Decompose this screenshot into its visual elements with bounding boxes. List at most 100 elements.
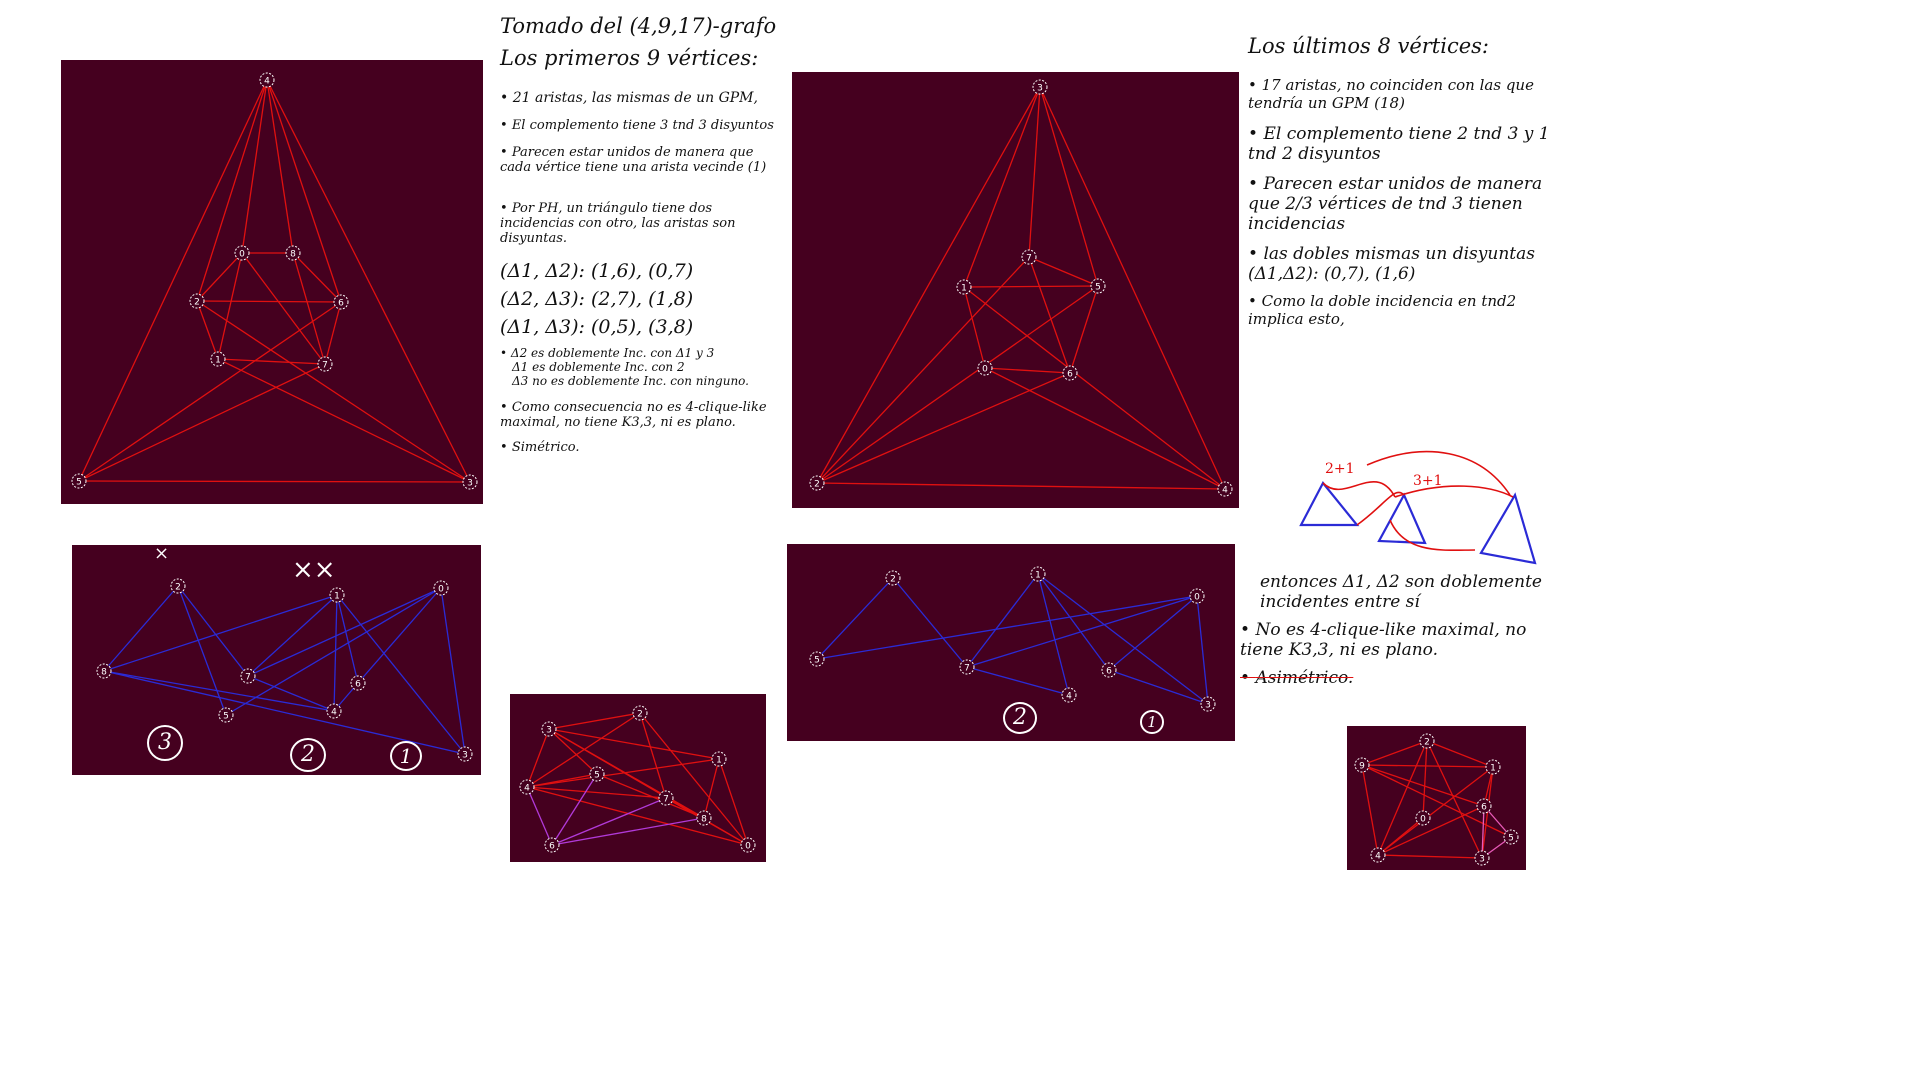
edge-2-7 bbox=[892, 577, 968, 668]
edge-1-0 bbox=[963, 286, 986, 369]
vertex-label-7: 7 bbox=[964, 664, 970, 674]
vertex-label-5: 5 bbox=[814, 656, 820, 666]
vertex-9 bbox=[1354, 757, 1370, 773]
vertex-0 bbox=[740, 837, 756, 853]
edge-7-0 bbox=[966, 595, 1198, 668]
edge-2-4 bbox=[1377, 740, 1428, 856]
edge-0-7 bbox=[241, 252, 326, 365]
edge-2-3 bbox=[196, 300, 471, 483]
sketch-arrow-3 bbox=[1366, 450, 1511, 496]
vertex-label-5: 5 bbox=[1508, 834, 1514, 844]
vertex-label-3: 3 bbox=[467, 479, 473, 489]
vertex-label-6: 6 bbox=[1481, 803, 1487, 813]
purple-edge-6-8 bbox=[551, 817, 705, 846]
edge-1-6 bbox=[1037, 573, 1110, 671]
edge-2-1 bbox=[196, 300, 219, 360]
edge-0-5 bbox=[225, 587, 442, 716]
edge-4-0 bbox=[984, 367, 1226, 490]
vertex-0 bbox=[1189, 588, 1205, 604]
note-item-6: Δ1 es doblemente Inc. con 2 bbox=[512, 360, 685, 374]
vertex-7 bbox=[658, 790, 674, 806]
vertex-label-3: 3 bbox=[1037, 84, 1043, 94]
right-item-5: Como la doble incidencia en tnd2 implica… bbox=[1248, 292, 1563, 328]
edge-6-0 bbox=[1108, 595, 1198, 671]
circled-3: 3 bbox=[147, 725, 183, 761]
vertex-7 bbox=[240, 668, 256, 684]
vertex-label-0: 0 bbox=[1420, 815, 1426, 825]
edge-5-3 bbox=[78, 480, 471, 483]
edge-4-1 bbox=[963, 286, 1226, 490]
vertex-label-1: 1 bbox=[961, 284, 967, 294]
vertex-3 bbox=[1032, 79, 1048, 95]
vertex-4 bbox=[326, 703, 342, 719]
edge-2-7 bbox=[177, 585, 249, 677]
sketch-triangle-2 bbox=[1377, 492, 1427, 545]
edge-1-7 bbox=[247, 594, 338, 677]
vertex-6 bbox=[544, 837, 560, 853]
edge-2-3 bbox=[1426, 740, 1483, 859]
vertex-6 bbox=[1101, 662, 1117, 678]
note-item-8: Como consecuencia no es 4-clique-like ma… bbox=[500, 400, 785, 430]
edge-3-4 bbox=[1039, 86, 1226, 490]
vertex-label-4: 4 bbox=[1375, 852, 1381, 862]
vertex-label-4: 4 bbox=[1066, 692, 1072, 702]
vertex-label-1: 1 bbox=[716, 756, 722, 766]
vertex-2 bbox=[189, 293, 205, 309]
vertex-label-8: 8 bbox=[701, 815, 707, 825]
vertex-label-7: 7 bbox=[1026, 254, 1032, 264]
edge-4-7 bbox=[526, 786, 667, 799]
vertex-label-7: 7 bbox=[245, 673, 251, 683]
edge-4-6 bbox=[266, 79, 342, 303]
edge-9-4 bbox=[1361, 764, 1379, 856]
notes-middle: Tomado del (4,9,17)-grafo Los primeros 9… bbox=[500, 14, 785, 455]
edge-1-7 bbox=[217, 358, 326, 365]
edge-1-3 bbox=[217, 358, 471, 483]
purple-edge-5-6 bbox=[551, 773, 598, 846]
note-item-4: Por PH, un triángulo tiene dos incidenci… bbox=[500, 201, 785, 246]
right-item-3: Parecen estar unidos de manera que 2/3 v… bbox=[1248, 174, 1563, 234]
edge-4-0 bbox=[526, 786, 749, 846]
circled-1: 1 bbox=[390, 741, 422, 771]
edge-7-6 bbox=[1028, 256, 1071, 374]
sketch-triangle-1 bbox=[1299, 481, 1360, 527]
edge-0-3 bbox=[440, 587, 466, 755]
right-item-struck: Asimétrico. bbox=[1240, 668, 1560, 688]
notes-subtitle: Los primeros 9 vértices: bbox=[500, 46, 759, 70]
edge-1-7 bbox=[966, 573, 1039, 668]
vertex-label-2: 2 bbox=[814, 480, 820, 490]
vertex-5 bbox=[809, 651, 825, 667]
vertex-label-1: 1 bbox=[334, 592, 340, 602]
vertex-label-0: 0 bbox=[239, 250, 245, 260]
edge-4-3 bbox=[266, 79, 471, 483]
pair-3: (Δ1, Δ3): (0,5), (3,8) bbox=[500, 316, 694, 338]
edge-3-7 bbox=[1028, 86, 1041, 258]
vertex-label-1: 1 bbox=[1490, 764, 1496, 774]
edge-3-5 bbox=[548, 728, 598, 775]
edge-1-4 bbox=[526, 758, 720, 788]
notes-right-bottom: entonces Δ1, Δ2 son doblemente incidente… bbox=[1240, 572, 1560, 688]
mark-x: × bbox=[154, 543, 170, 564]
edge-6-5 bbox=[78, 301, 342, 482]
vertex-1 bbox=[1485, 759, 1501, 775]
vertex-6 bbox=[1062, 365, 1078, 381]
edge-2-7 bbox=[639, 712, 667, 799]
note-item-2: El complemento tiene 3 tnd 3 disyuntos bbox=[500, 118, 785, 133]
vertex-label-2: 2 bbox=[194, 298, 200, 308]
pair-2: (Δ2, Δ3): (2,7), (1,8) bbox=[500, 288, 694, 310]
vertex-label-4: 4 bbox=[1222, 486, 1228, 496]
circled-2: 2 bbox=[290, 738, 326, 772]
triangle-sketch: 2+1 3+1 bbox=[1299, 450, 1537, 565]
vertex-4 bbox=[1217, 481, 1233, 497]
vertex-2 bbox=[1419, 733, 1435, 749]
notes-right-title: Los últimos 8 vértices: bbox=[1248, 34, 1490, 58]
vertex-4 bbox=[1061, 687, 1077, 703]
vertex-3 bbox=[457, 746, 473, 762]
edge-2-4 bbox=[816, 482, 1226, 490]
edge-2-5 bbox=[816, 577, 894, 660]
vertex-6 bbox=[1476, 798, 1492, 814]
vertex-label-5: 5 bbox=[594, 771, 600, 781]
